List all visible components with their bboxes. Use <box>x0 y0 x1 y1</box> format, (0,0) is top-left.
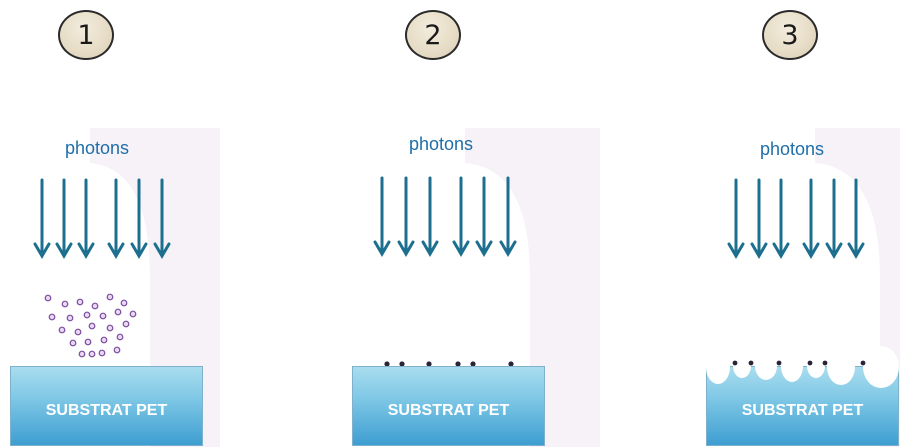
step-3-panel: 3 photons SUBSTRAT PET <box>600 0 900 447</box>
arrow-icon <box>727 178 745 259</box>
arrow-icon <box>153 178 171 259</box>
deposited-particles <box>384 361 514 367</box>
arrow-icon <box>772 178 790 259</box>
arrow-icon <box>499 176 517 257</box>
step-1-panel: 1 photons <box>0 0 300 447</box>
arrow-icon <box>825 178 843 259</box>
arrow-icon <box>452 176 470 257</box>
substrate-block: SUBSTRAT PET <box>352 366 545 446</box>
arrow-icon <box>107 178 125 259</box>
arrow-icon <box>397 176 415 257</box>
photon-arrows <box>727 178 865 259</box>
arrow-icon <box>802 178 820 259</box>
step-2-panel: 2 photons SUBSTRAT PET <box>300 0 600 447</box>
arrow-icon <box>475 176 493 257</box>
step-number-badge: 2 <box>405 10 461 60</box>
arrow-icon <box>750 178 768 259</box>
arrow-icon <box>55 178 73 259</box>
step-number-badge: 1 <box>58 10 114 60</box>
photon-arrows <box>373 176 517 257</box>
arrow-icon <box>77 178 95 259</box>
photons-label: photons <box>408 134 474 154</box>
photon-arrows <box>33 178 171 259</box>
photons-label: photons <box>64 138 130 158</box>
arrow-icon <box>33 178 51 259</box>
photons-label: photons <box>759 139 825 159</box>
arrow-icon <box>130 178 148 259</box>
dispersed-particles <box>44 293 137 358</box>
background-shape <box>465 128 600 447</box>
arrow-icon <box>847 178 865 259</box>
step-number-badge: 3 <box>762 10 818 60</box>
arrow-icon <box>421 176 439 257</box>
etched-surface <box>706 346 899 388</box>
substrate-block: SUBSTRAT PET <box>10 366 203 446</box>
arrow-icon <box>373 176 391 257</box>
background-shape <box>815 128 900 447</box>
